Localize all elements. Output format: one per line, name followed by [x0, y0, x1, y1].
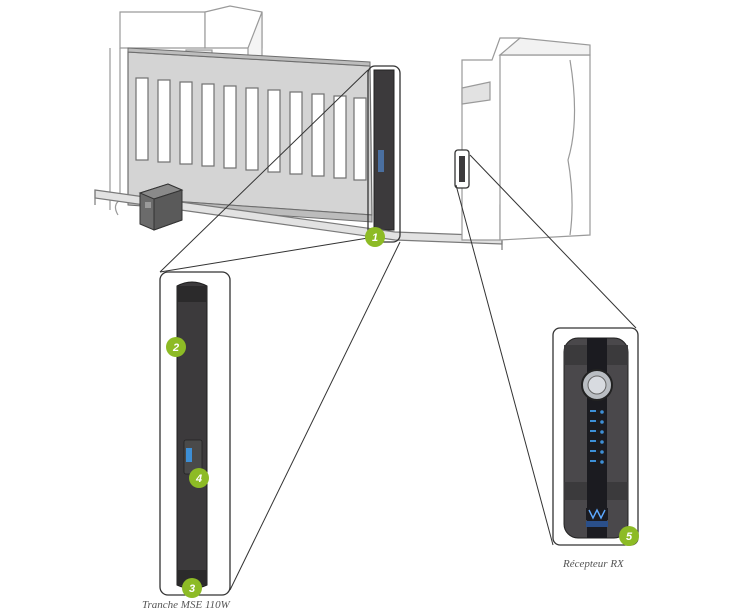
callout-3-label: 3	[189, 583, 195, 595]
callout-4-label: 4	[195, 473, 202, 485]
callout-1-label: 1	[372, 232, 378, 244]
callout-4: 4	[189, 468, 209, 488]
callout-1: 1	[365, 227, 385, 247]
edge-detail-panel	[159, 271, 231, 596]
edge-profile	[176, 281, 208, 589]
edge-highlight-frame	[367, 65, 401, 243]
receiver-status-leds	[590, 410, 604, 464]
gate-motor	[138, 183, 184, 231]
receiver-on-pillar	[454, 149, 470, 189]
leader-lines	[159, 69, 637, 591]
faac-logo	[586, 508, 608, 527]
callout-2-label: 2	[172, 342, 179, 354]
receiver-detail-panel	[552, 327, 639, 546]
callout-2: 2	[166, 337, 186, 357]
callout-3: 3	[182, 578, 202, 598]
sliding-gate	[127, 47, 395, 231]
caption-edge-sensor: Tranche MSE 110W	[142, 599, 230, 611]
caption-receiver: Récepteur RX	[563, 558, 624, 570]
right-pillar-sketch	[461, 37, 591, 241]
callout-5-label: 5	[626, 531, 633, 543]
edge-led	[186, 448, 192, 462]
callout-5: 5	[619, 526, 639, 546]
